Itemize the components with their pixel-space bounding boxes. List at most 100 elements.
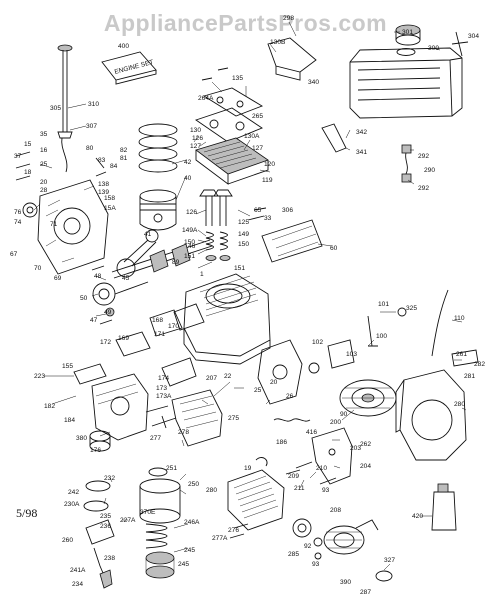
callout: 102	[312, 339, 323, 346]
callout: 40	[184, 175, 192, 182]
carburetor	[91, 373, 149, 441]
callout: 25	[254, 387, 262, 394]
callout: 277A	[212, 535, 228, 542]
callout: 290	[424, 167, 435, 174]
callout: 203	[350, 445, 361, 452]
callout: 139	[98, 189, 109, 196]
callout: 70	[34, 265, 42, 272]
callout: 138	[98, 181, 109, 188]
fuel-pump-parts	[83, 480, 115, 589]
callout: 41	[144, 231, 152, 238]
callout: 204	[360, 463, 371, 470]
callout: 241A	[70, 567, 86, 574]
callout: 130	[190, 127, 201, 134]
callout: 184	[64, 417, 75, 424]
callout: 149	[238, 231, 249, 238]
callout: 281	[464, 373, 475, 380]
callout: 150	[184, 239, 195, 246]
callout: 93	[322, 487, 330, 494]
fuel-cap	[395, 24, 421, 46]
leader-lines	[33, 21, 467, 571]
callout: 172	[100, 339, 111, 346]
muffler-275	[171, 389, 223, 447]
callout: 45	[122, 275, 130, 282]
bolts	[15, 67, 267, 325]
callout: 76	[14, 209, 22, 216]
callout: 275	[228, 415, 239, 422]
callout: 287	[360, 589, 371, 596]
callout: 235	[100, 513, 111, 520]
callout: 341	[356, 149, 367, 156]
linkage-101	[367, 315, 378, 347]
callout: 168	[152, 317, 163, 324]
flywheel-key	[308, 362, 320, 374]
o-ring-327	[375, 570, 393, 582]
callout: 232	[104, 475, 115, 482]
callout: 171	[154, 331, 165, 338]
governor-spring-416	[273, 418, 311, 422]
callout: 130A	[244, 133, 260, 140]
filter-251	[148, 467, 168, 477]
valves	[199, 189, 233, 226]
callout: 400	[118, 43, 129, 50]
callout: 186	[276, 439, 287, 446]
fuel-filter-screen	[396, 48, 416, 56]
callout: 285	[288, 551, 299, 558]
muffler-bolts	[145, 405, 177, 429]
callout: 265	[252, 113, 263, 120]
piston	[139, 189, 177, 231]
callout: 46	[188, 243, 196, 250]
screen-325	[397, 307, 407, 317]
valve-springs	[205, 231, 231, 261]
callout: 135	[232, 75, 243, 82]
callout: 300	[428, 45, 439, 52]
callout: 26	[286, 393, 294, 400]
callout: 69	[54, 275, 62, 282]
callout: 103	[346, 351, 357, 358]
oil-seal-left	[22, 202, 38, 218]
callout: 127	[252, 145, 263, 152]
carb-gasket-172	[115, 331, 151, 357]
callout: 20	[270, 379, 278, 386]
crankcase-cover	[37, 179, 109, 275]
washers-92-93	[313, 537, 323, 560]
callout: 42	[184, 159, 192, 166]
callout: 223	[34, 373, 45, 380]
bowl-380	[89, 430, 111, 452]
air-cleaner-base	[161, 357, 197, 387]
callout: 242	[68, 489, 79, 496]
breather-assembly	[257, 339, 303, 405]
callout: 234	[72, 581, 83, 588]
callout: 169	[118, 335, 129, 342]
callout: 230A	[64, 501, 80, 508]
callout: 250	[188, 481, 199, 488]
fuel-line-clamps	[401, 144, 412, 183]
callout: 390	[340, 579, 351, 586]
callout: 245	[184, 547, 195, 554]
camshaft-gear	[92, 281, 149, 306]
callout: 1	[200, 271, 204, 278]
callout: 150	[238, 241, 249, 248]
control-bracket	[311, 427, 353, 485]
callout: 67	[10, 251, 18, 258]
cylinder-head-gasket	[195, 107, 263, 143]
callout: 298	[283, 15, 294, 22]
callout: 292	[418, 185, 429, 192]
callout: 110	[454, 315, 465, 322]
engine-set-box: ENGINE SET	[101, 51, 157, 85]
callout: 227A	[120, 517, 136, 524]
callout: 280	[454, 401, 465, 408]
callout: 262	[360, 441, 371, 448]
crankshaft	[111, 239, 213, 279]
callout: 276	[228, 527, 239, 534]
rewind-starter	[323, 519, 379, 555]
callout: 126	[186, 209, 197, 216]
callout: 301	[402, 29, 413, 36]
bracket-341-342	[321, 123, 347, 153]
spring-245A	[145, 523, 168, 549]
callout: 370E	[140, 509, 156, 516]
callout: 71	[50, 221, 58, 228]
tank-mount-bracket-340	[267, 37, 317, 81]
callout: 119	[262, 177, 273, 184]
